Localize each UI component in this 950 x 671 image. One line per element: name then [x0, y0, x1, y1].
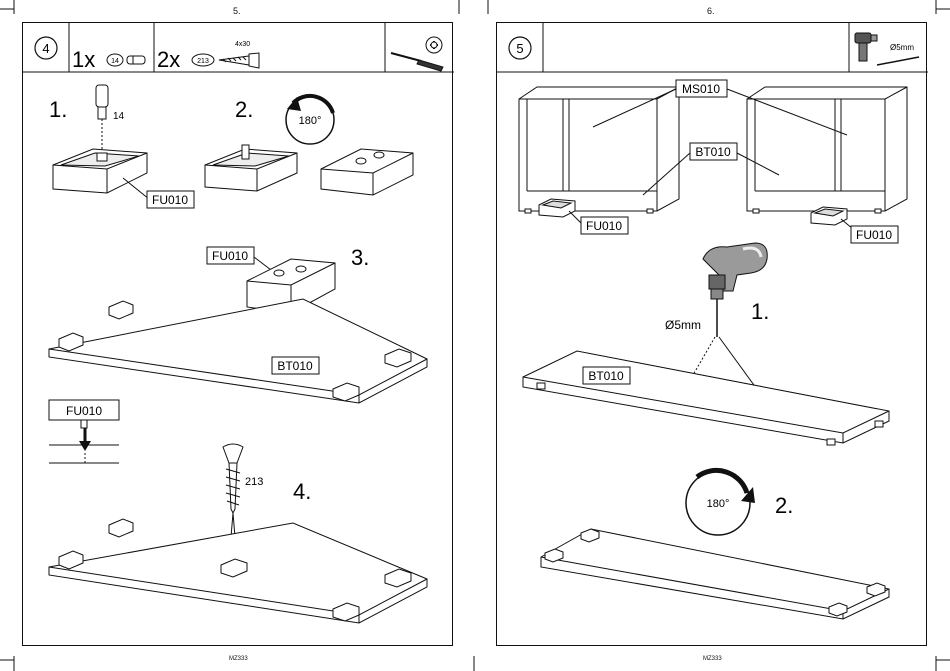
board-top-label: BT010 — [695, 145, 731, 159]
part-code-dowel: 14 — [111, 58, 119, 65]
foot-label-a: FU010 — [152, 193, 188, 207]
step-4-illustration: 4 1x 14 2x 213 4x30 — [23, 23, 454, 647]
board-label: BT010 — [277, 359, 313, 373]
screw-size: 4x30 — [235, 41, 250, 48]
step-5-illustration: 5 Ø5mm — [497, 23, 928, 647]
part-qty-dowel: 1x — [72, 47, 95, 72]
rotate-label: 180° — [707, 498, 730, 510]
drill-size-header: Ø5mm — [890, 43, 914, 52]
substep-1-label: 1. — [49, 97, 67, 122]
footer-code-right: MZ333 — [703, 656, 722, 662]
substep-2-label: 2. — [235, 97, 253, 122]
detail-label: FU010 — [66, 404, 102, 418]
base-board-flipped-illustration — [541, 529, 889, 619]
instruction-panel-step-5: 5 Ø5mm — [496, 22, 927, 646]
part-qty-screw: 2x — [157, 47, 180, 72]
step-number-badge: 5 — [509, 37, 531, 59]
step-number: 5 — [516, 41, 523, 56]
base-board-illustration-b — [49, 519, 427, 623]
screw-label: 213 — [245, 476, 263, 488]
screwdriver-and-bit-icon — [391, 37, 443, 71]
part-code-screw: 213 — [197, 58, 209, 65]
screw-icon — [219, 53, 259, 68]
step-number: 4 — [42, 41, 49, 56]
dowel-14-illustration: 14 — [96, 85, 125, 151]
drill-bit-label: Ø5mm — [665, 318, 701, 332]
substep-4-label: 4. — [293, 479, 311, 504]
foot-right-label: FU010 — [856, 228, 892, 242]
base-board-drilling-illustration — [523, 351, 889, 445]
substep-2-label: 2. — [775, 493, 793, 518]
rotate-180-icon: 180° — [686, 470, 755, 535]
substep-3-label: 3. — [351, 245, 369, 270]
part-code-badge-screw: 213 — [192, 54, 214, 66]
cabinet-label: MS010 — [682, 82, 720, 96]
rotate-label: 180° — [299, 115, 322, 127]
cabinet-left-illustration — [519, 87, 679, 213]
footer-code-left: MZ333 — [229, 656, 248, 662]
dowel-icon — [127, 56, 145, 64]
foot-detail-view: FU010 — [49, 400, 119, 463]
dowel-label: 14 — [113, 111, 125, 122]
foot-block-flipped-illustration — [321, 149, 413, 195]
base-board-illustration-a — [49, 299, 427, 403]
board-label: BT010 — [588, 369, 624, 383]
rotate-180-icon: 180° — [286, 96, 334, 144]
instruction-panel-step-4: 4 1x 14 2x 213 4x30 — [22, 22, 453, 646]
foot-label-b: FU010 — [212, 249, 248, 263]
step-number-badge: 4 — [35, 37, 57, 59]
substep-1-label: 1. — [751, 299, 769, 324]
foot-left-label: FU010 — [586, 219, 622, 233]
part-code-badge-dowel: 14 — [107, 54, 123, 66]
foot-block-with-dowel-illustration — [205, 145, 297, 191]
